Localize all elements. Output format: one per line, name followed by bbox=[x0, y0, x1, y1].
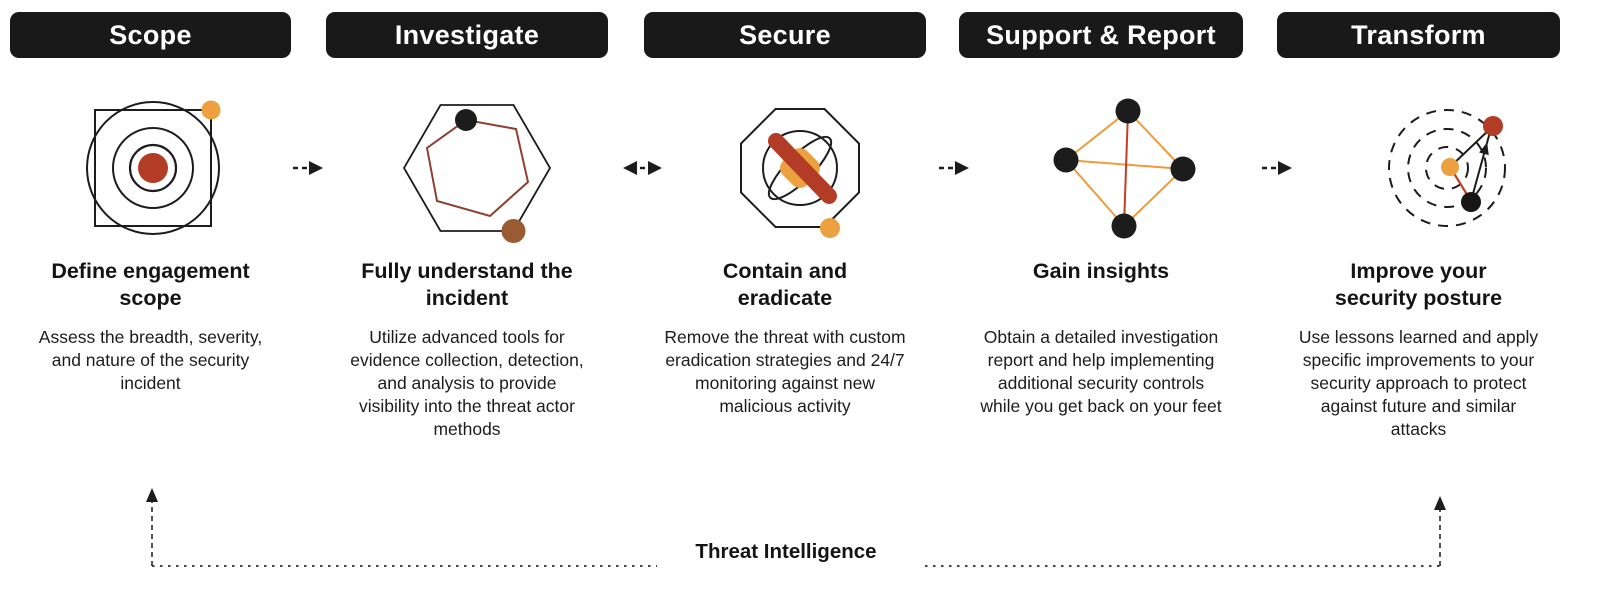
stage-header-support-report: Support & Report bbox=[959, 12, 1243, 58]
contain-block-icon-svg bbox=[740, 108, 860, 238]
stage-header-scope: Scope bbox=[10, 12, 291, 58]
stage-header-transform: Transform bbox=[1277, 12, 1560, 58]
inner-hexagon bbox=[425, 118, 530, 218]
stage-heading: Contain and eradicate bbox=[722, 259, 848, 311]
stage-description: Remove the threat with custom eradicatio… bbox=[664, 327, 906, 417]
link-arrowhead bbox=[1478, 142, 1489, 156]
node-right bbox=[1170, 156, 1196, 182]
stage-secure: Secure Contain and eradicate Remove the … bbox=[644, 12, 926, 418]
orbit-improve-icon bbox=[1277, 58, 1560, 242]
octagon bbox=[740, 108, 860, 228]
hexagon-scan-icon bbox=[326, 58, 608, 243]
node-left bbox=[1053, 147, 1079, 173]
stage-header-investigate: Investigate bbox=[326, 12, 608, 58]
hexagon-scan-icon-svg bbox=[402, 104, 552, 243]
bullseye-dot bbox=[137, 153, 168, 183]
feedback-arrowhead-left bbox=[146, 488, 158, 502]
red-dot bbox=[1482, 116, 1503, 136]
network-graph-icon bbox=[959, 58, 1243, 242]
stage-description: Assess the breadth, severity, and nature… bbox=[38, 327, 263, 394]
corner-dot bbox=[201, 100, 220, 120]
block-bar bbox=[768, 133, 837, 204]
target-square bbox=[93, 109, 212, 227]
inner-circle bbox=[762, 130, 838, 206]
stage-description: Utilize advanced tools for evidence coll… bbox=[350, 327, 584, 440]
stage-heading: Improve your security posture bbox=[1334, 259, 1503, 311]
target-icon-svg bbox=[85, 100, 220, 235]
contain-block-icon bbox=[644, 58, 926, 242]
network-edges bbox=[1065, 110, 1184, 227]
stage-description: Obtain a detailed investigation report a… bbox=[980, 327, 1222, 417]
feedback-label: Threat Intelligence bbox=[695, 540, 877, 564]
dashed-orbits bbox=[1387, 109, 1506, 227]
brown-node-dot bbox=[501, 219, 526, 243]
stage-heading: Fully understand the incident bbox=[361, 259, 573, 311]
middle-ring bbox=[111, 127, 194, 209]
stage-header-secure: Secure bbox=[644, 12, 926, 58]
stage-transform: Transform Improve your security posture … bbox=[1277, 12, 1560, 441]
target-icon bbox=[10, 58, 291, 242]
black-node-dot bbox=[455, 109, 477, 131]
inner-ring bbox=[128, 143, 177, 193]
edge-dot bbox=[820, 218, 840, 238]
node-top bbox=[1115, 98, 1141, 124]
orbit-improve-icon-svg bbox=[1387, 109, 1506, 227]
node-bottom bbox=[1111, 213, 1137, 239]
link-center-red bbox=[1448, 126, 1493, 168]
black-dot bbox=[1460, 192, 1481, 212]
feedback-arrowhead-right bbox=[1434, 496, 1446, 510]
connector-forward-1 bbox=[293, 161, 323, 175]
center-dot bbox=[1440, 158, 1459, 176]
stage-scope: Scope Define engagement scope Assess the… bbox=[10, 12, 291, 395]
stage-heading: Gain insights bbox=[1032, 259, 1170, 283]
stage-support-report: Support & Report Gain insights Obtain a … bbox=[959, 12, 1243, 418]
stage-heading: Define engagement scope bbox=[51, 259, 250, 311]
network-graph-icon-svg bbox=[1053, 98, 1196, 239]
outer-ring bbox=[85, 101, 220, 235]
stage-investigate: Investigate Fully understand the inciden… bbox=[326, 12, 608, 441]
link-black-red bbox=[1469, 131, 1491, 202]
stage-description: Use lessons learned and apply specific i… bbox=[1298, 327, 1539, 440]
